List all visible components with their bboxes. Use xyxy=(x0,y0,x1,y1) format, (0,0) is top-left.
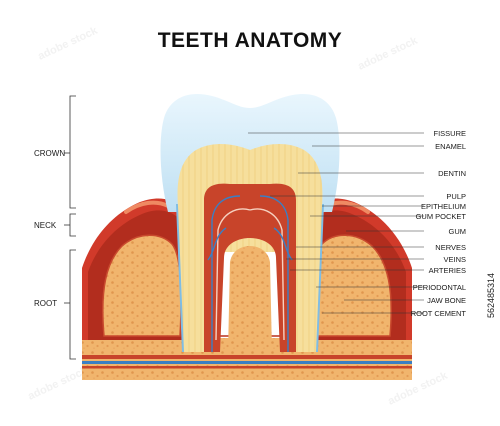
label-arteries: ARTERIES xyxy=(429,266,466,275)
label-crown: CROWN xyxy=(34,149,65,158)
page-title: TEETH ANATOMY xyxy=(158,29,343,52)
label-neck: NECK xyxy=(34,221,57,230)
label-nerves: NERVES xyxy=(435,243,466,252)
label-fissure: FISSURE xyxy=(433,129,466,138)
root-bracket xyxy=(69,249,76,360)
label-jaw-bone: JAW BONE xyxy=(427,296,466,305)
section-brackets: CROWN NECK ROOT xyxy=(34,95,76,360)
neck-bracket xyxy=(69,213,76,237)
label-veins: VEINS xyxy=(443,255,466,264)
pulp xyxy=(204,183,296,352)
part-labels: FISSURE ENAMEL DENTIN PULP EPITHELIUM GU… xyxy=(411,129,467,318)
watermark-text: adobe stock xyxy=(26,364,90,402)
leader-lines xyxy=(248,132,424,314)
watermark-text: adobe stock xyxy=(36,24,100,62)
label-epithelium: EPITHELIUM xyxy=(421,202,466,211)
side-id: 562485314 xyxy=(486,273,496,318)
crown-bracket xyxy=(69,95,76,209)
left-gum xyxy=(82,198,190,340)
label-enamel: ENAMEL xyxy=(435,142,466,151)
label-gum-pocket: GUM POCKET xyxy=(416,212,467,221)
vessels xyxy=(207,195,293,352)
label-periodontal: PERIODONTAL xyxy=(413,283,466,292)
label-pulp: PULP xyxy=(446,192,466,201)
label-gum: GUM xyxy=(449,227,467,236)
watermark-text: adobe stock xyxy=(356,34,420,72)
label-root-cement: ROOT CEMENT xyxy=(411,309,467,318)
label-dentin: DENTIN xyxy=(438,169,466,178)
label-root: ROOT xyxy=(34,299,57,308)
right-gum xyxy=(304,198,412,340)
